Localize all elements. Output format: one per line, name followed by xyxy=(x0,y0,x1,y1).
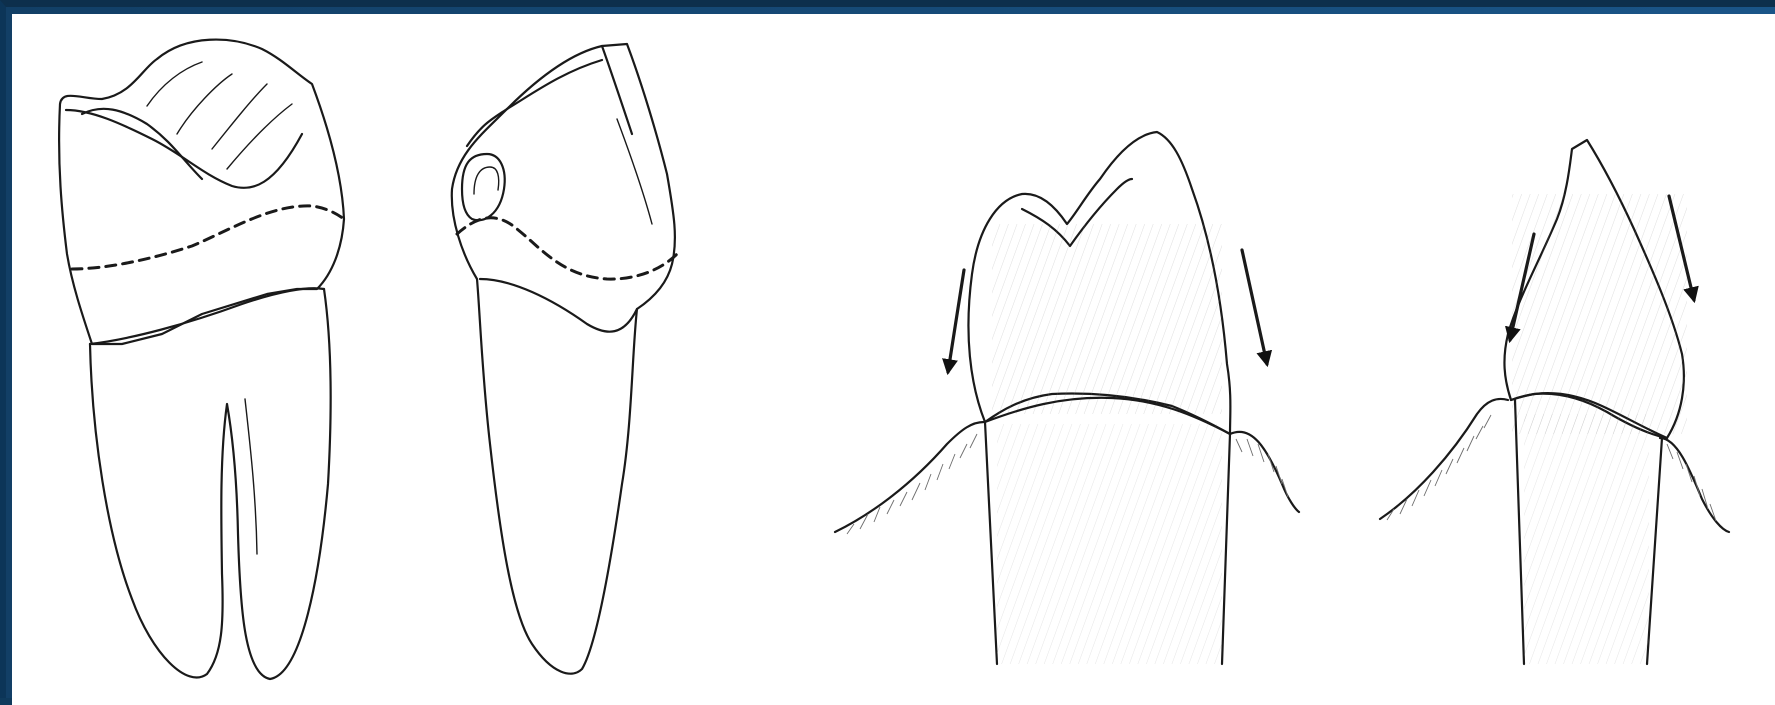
canine-root-shading xyxy=(1524,414,1649,664)
premolar-gingiva-hatch-left xyxy=(847,434,977,534)
premolar-arrow-left-icon xyxy=(948,270,964,372)
premolar-with-gingiva-arrows xyxy=(835,132,1299,664)
molar-root-furcation-line xyxy=(245,399,257,554)
dental-illustration xyxy=(12,14,1775,705)
premolar-crown-shading xyxy=(992,224,1222,414)
canine-root-right xyxy=(1647,438,1662,664)
canine-gingiva-left xyxy=(1380,399,1508,519)
molar-crown-outline xyxy=(59,40,344,344)
molar-root-mesial xyxy=(90,289,331,679)
canine-crown-shading xyxy=(1512,194,1687,434)
canine-gingiva-hatch-left xyxy=(1387,415,1491,520)
molar-side-outline xyxy=(452,44,675,674)
molar-side-view xyxy=(452,44,677,674)
premolar-arrow-right-icon xyxy=(1242,250,1267,364)
illustration-canvas xyxy=(12,14,1775,705)
premolar-root-right xyxy=(1222,434,1230,664)
premolar-root-left xyxy=(985,422,997,664)
molar-two-root-view xyxy=(59,40,344,679)
premolar-gingiva-left xyxy=(835,422,984,532)
premolar-root-shading xyxy=(997,424,1222,664)
canine-root-left xyxy=(1515,400,1524,664)
premolar-gingiva-right xyxy=(1230,432,1299,512)
canine-with-gingiva-arrows xyxy=(1380,140,1729,664)
